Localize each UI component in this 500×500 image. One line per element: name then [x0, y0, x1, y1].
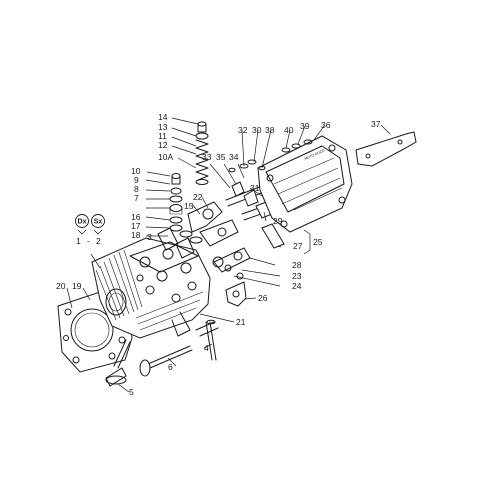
callout-33: 33: [202, 152, 212, 162]
callout-12: 12: [158, 140, 168, 150]
callout-27: 27: [293, 241, 303, 251]
callout-3: 3: [147, 232, 152, 242]
bracket: [225, 281, 247, 307]
callout-34: 34: [229, 152, 239, 162]
left-side-badge: Sx: [91, 214, 105, 228]
callout-17: 17: [131, 221, 141, 231]
callout-10A: 10A: [158, 152, 173, 162]
leader-lines: [66, 117, 391, 393]
callout-30: 30: [252, 125, 262, 135]
callout-22: 22: [193, 192, 203, 202]
fasteners: [228, 139, 313, 173]
callout-7: 7: [134, 193, 139, 203]
callout-4: 4: [204, 343, 209, 353]
callout-14: 14: [158, 112, 168, 122]
cylinder-head: [91, 227, 211, 339]
callout-38: 38: [265, 125, 275, 135]
callout-1: 1: [76, 236, 81, 246]
callout-6: 6: [168, 362, 173, 372]
callout-37: 37: [371, 119, 381, 129]
callout-5: 5: [129, 387, 134, 397]
valves: [105, 339, 193, 387]
right-side-badge-label: Dx: [78, 219, 87, 226]
callout-13: 13: [158, 122, 168, 132]
callout-labels: 1 - 2 3 4 5 6 7 8 9 10 10A 11 12 13 14 1…: [56, 112, 381, 397]
callout-16: 16: [131, 212, 141, 222]
callout-15: 15: [184, 201, 194, 211]
callout-2: 2: [96, 236, 101, 246]
callout-26: 26: [258, 293, 268, 303]
valve-spring-upper: [195, 121, 209, 185]
valve-spring-assembly: [169, 173, 183, 232]
callout-8: 8: [134, 184, 139, 194]
side-pointers: [77, 229, 103, 235]
callout-35: 35: [216, 152, 226, 162]
right-side-badge: Dx: [75, 214, 89, 228]
callout-19: 19: [72, 281, 82, 291]
callout-29: 29: [273, 216, 283, 226]
callout-18: 18: [131, 230, 141, 240]
callout-separator: -: [87, 236, 90, 246]
valve-cover: MOTO GUZZI: [257, 135, 353, 233]
callout-32: 32: [238, 125, 248, 135]
callout-31: 31: [250, 183, 260, 193]
callout-9: 9: [134, 175, 139, 185]
callout-25: 25: [313, 237, 323, 247]
pushrod-tube: [195, 319, 219, 361]
callout-28: 28: [292, 260, 302, 270]
callout-20: 20: [56, 281, 66, 291]
callout-11: 11: [158, 131, 167, 141]
callout-40: 40: [284, 125, 294, 135]
callout-39: 39: [300, 121, 310, 131]
callout-10: 10: [131, 166, 141, 176]
callout-23: 23: [292, 271, 302, 281]
left-side-badge-label: Sx: [94, 219, 103, 226]
callout-21: 21: [236, 317, 246, 327]
cover-plate: [355, 131, 417, 167]
callout-36: 36: [321, 120, 331, 130]
callout-24: 24: [292, 281, 302, 291]
